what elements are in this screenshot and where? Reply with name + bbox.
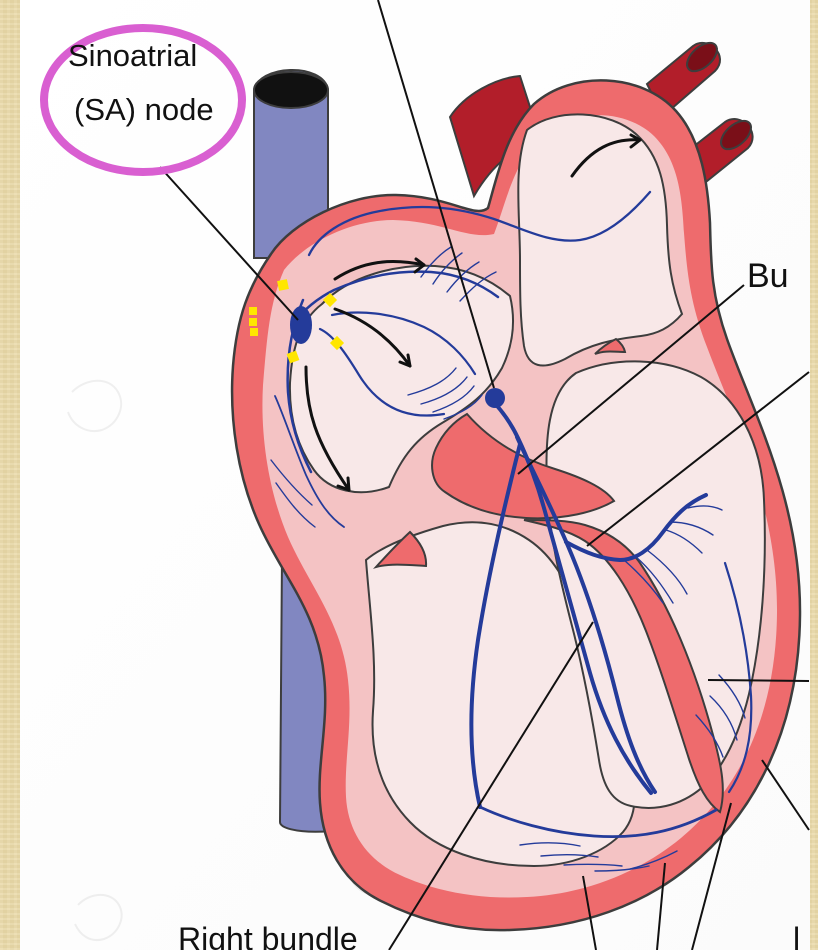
bottom-left-label-partial: Right bundle: [178, 921, 358, 950]
bundle-label-partial: Bu: [747, 257, 789, 295]
spark-icon: [277, 279, 289, 291]
diagram-panel: Sinoatrial (SA) node Bu Right bundle l: [20, 0, 810, 950]
heart-diagram: Sinoatrial (SA) node Bu Right bundle l: [20, 0, 810, 950]
spark-icon: [250, 328, 258, 336]
sa-node-label-line2: (SA) node: [74, 92, 214, 127]
callout-right-line: [708, 680, 809, 681]
av-node: [485, 388, 505, 408]
spark-icon: [249, 307, 257, 315]
bottom-right-label-partial: l: [793, 921, 800, 950]
vena-cava-opening: [254, 72, 328, 108]
sa-node: [290, 306, 312, 344]
sa-node-label-line1: Sinoatrial: [68, 38, 197, 73]
spark-icon: [249, 318, 257, 326]
